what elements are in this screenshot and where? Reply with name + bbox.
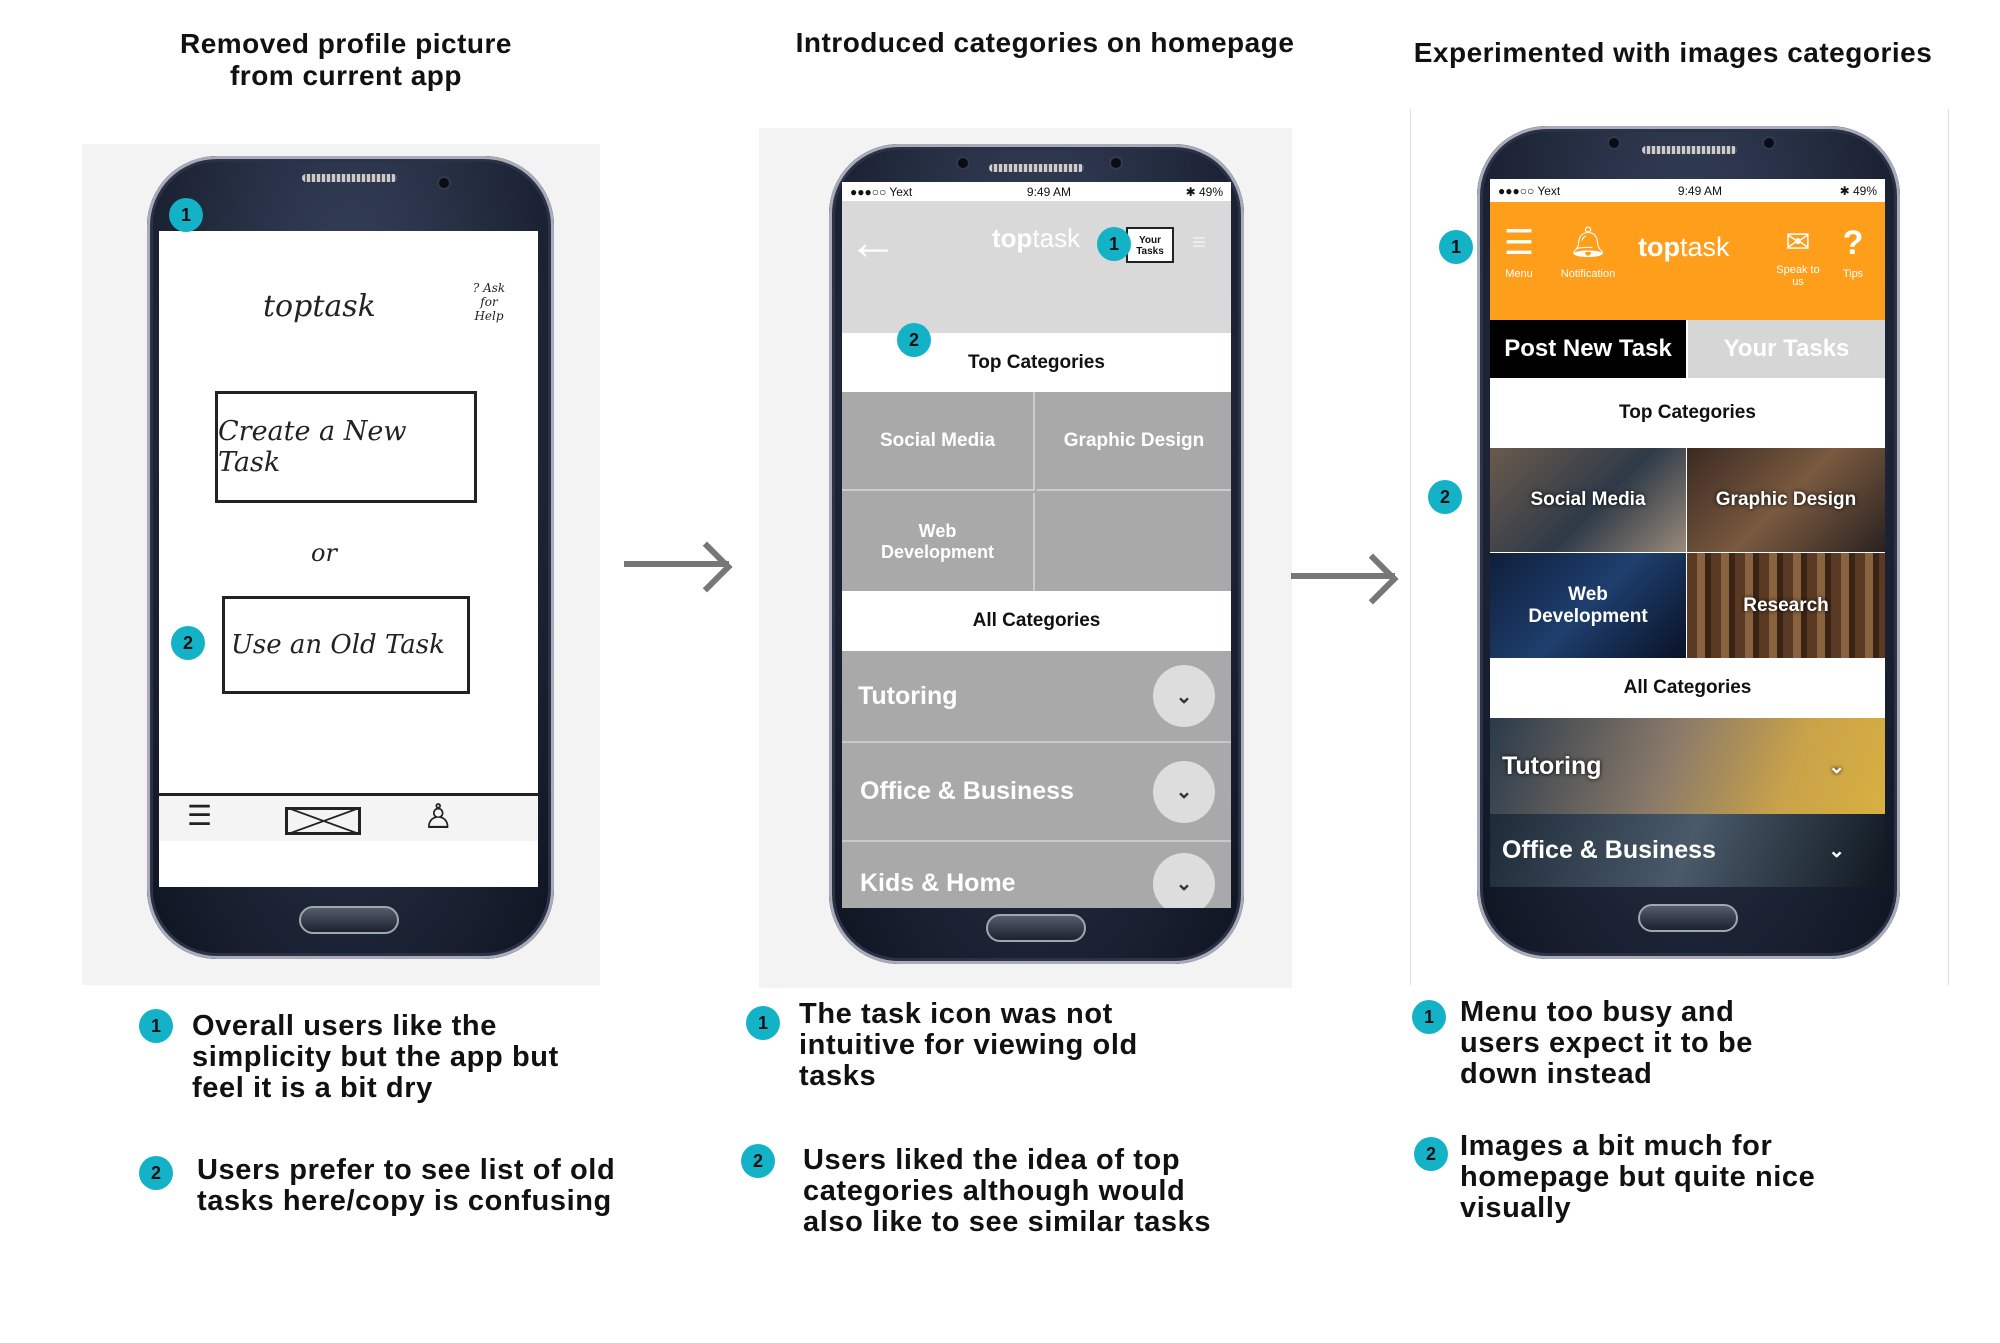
- screen-sketch: toptask ? Ask for Help Create a New Task…: [159, 231, 538, 887]
- sketch-logo: toptask: [263, 289, 376, 324]
- chevron-down-icon[interactable]: ⌄: [1153, 852, 1215, 908]
- screen-v3: ●●●○○ Yext 9:49 AM ✱ 49% ☰Menu 🔔︎Notific…: [1490, 179, 1885, 887]
- sketch-help: ? Ask for Help: [472, 281, 506, 323]
- list-item-tutoring[interactable]: Tutoring⌄: [1490, 718, 1885, 814]
- bell-icon: 🔔︎: [1568, 226, 1608, 259]
- heading-col1: Removed profile picture from current app: [179, 28, 512, 91]
- sketch-or: or: [311, 539, 337, 567]
- category-grid: Social Media Graphic Design Web Developm…: [842, 392, 1231, 591]
- back-arrow-icon[interactable]: ←: [848, 214, 898, 270]
- heading-col3: Experimented with images categories: [1413, 37, 1933, 68]
- note-badge-2: 2: [139, 1156, 173, 1190]
- note-badge-1: 1: [139, 1009, 173, 1043]
- clock: 9:49 AM: [1677, 183, 1722, 198]
- tab-your-tasks[interactable]: Your Tasks: [1688, 320, 1885, 378]
- badge-1: 1: [169, 198, 203, 232]
- status-bar: ●●●○○ Yext 9:49 AM ✱ 49%: [1490, 179, 1885, 202]
- category-research[interactable]: Research: [1687, 553, 1885, 658]
- note-col2-1: The task icon was not intuitive for view…: [799, 998, 1138, 1092]
- category-web-development[interactable]: Web Development: [842, 493, 1035, 591]
- notification-button[interactable]: 🔔︎Notification: [1550, 226, 1626, 280]
- all-categories-header: All Categories: [1623, 677, 1752, 698]
- arrow-right-icon: [1291, 573, 1395, 579]
- chevron-down-icon[interactable]: ⌄: [1828, 755, 1845, 778]
- hamburger-icon: ☰: [1503, 224, 1535, 262]
- note-col1-1: Overall users like the simplicity but th…: [192, 1010, 559, 1104]
- list-item-tutoring[interactable]: Tutoring⌄: [842, 651, 1231, 743]
- sketch-create-button[interactable]: Create a New Task: [215, 391, 477, 503]
- chevron-down-icon[interactable]: ⌄: [1828, 840, 1845, 862]
- hamburger-icon[interactable]: ≡: [1192, 229, 1207, 256]
- badge-2: 2: [897, 323, 931, 357]
- chevron-down-icon[interactable]: ⌄: [1153, 760, 1215, 823]
- clock: 9:49 AM: [1026, 184, 1071, 199]
- battery: ✱ 49%: [1185, 184, 1223, 199]
- envelope-icon: ✉: [1785, 226, 1811, 259]
- note-badge-2: 2: [1414, 1137, 1448, 1171]
- category-social-media[interactable]: Social Media: [1490, 448, 1686, 552]
- note-badge-2: 2: [741, 1144, 775, 1178]
- note-col3-1: Menu too busy and users expect it to be …: [1460, 996, 1754, 1090]
- logo: toptask: [1638, 232, 1730, 262]
- status-bar: ●●●○○ Yext 9:49 AM ✱ 49%: [842, 182, 1231, 201]
- note-col3-2: Images a bit much for homepage but quite…: [1460, 1130, 1816, 1224]
- logo: toptask: [992, 223, 1081, 253]
- home-button: [299, 906, 399, 934]
- top-categories-header: Top Categories: [968, 351, 1105, 373]
- tab-post-new-task[interactable]: Post New Task: [1490, 320, 1686, 378]
- category-empty: [1037, 493, 1231, 591]
- note-badge-1: 1: [746, 1006, 780, 1040]
- tips-button[interactable]: ?Tips: [1830, 226, 1876, 280]
- category-web-development[interactable]: Web Development: [1490, 553, 1686, 658]
- badge-1: 1: [1439, 230, 1473, 264]
- badge-1: 1: [1097, 227, 1131, 261]
- note-badge-1: 1: [1412, 1000, 1446, 1034]
- all-categories-header: All Categories: [972, 610, 1101, 631]
- home-button: [1638, 904, 1738, 932]
- sketch-create-label: Create a New Task: [218, 416, 407, 478]
- app-header: ☰Menu 🔔︎Notification toptask ✉Speak to u…: [1490, 202, 1885, 320]
- badge-2: 2: [171, 626, 205, 660]
- mail-icon[interactable]: [285, 807, 361, 835]
- app-header: ← toptask Your Tasks ≡: [842, 201, 1231, 333]
- chevron-down-icon[interactable]: ⌄: [1153, 665, 1215, 727]
- heading-col2: Introduced categories on homepage: [795, 27, 1295, 58]
- arrow-right-icon: [624, 561, 729, 567]
- note-col1-2: Users prefer to see list of old tasks he…: [197, 1154, 616, 1217]
- category-social-media[interactable]: Social Media: [842, 392, 1035, 491]
- sketch-old-label: Use an Old Task: [231, 630, 445, 660]
- home-button: [986, 914, 1086, 942]
- menu-button[interactable]: ☰Menu: [1494, 226, 1544, 280]
- question-icon: ?: [1842, 224, 1864, 262]
- battery: ✱ 49%: [1839, 183, 1877, 198]
- your-tasks-folder-icon[interactable]: Your Tasks: [1126, 227, 1174, 263]
- profile-icon[interactable]: ♙: [423, 797, 454, 837]
- category-graphic-design[interactable]: Graphic Design: [1687, 448, 1885, 552]
- speak-to-us-button[interactable]: ✉Speak to us: [1770, 226, 1826, 288]
- category-graphic-design[interactable]: Graphic Design: [1037, 392, 1231, 491]
- list-item-office-business[interactable]: Office & Business⌄: [842, 743, 1231, 842]
- carrier: ●●●○○ Yext: [850, 184, 913, 199]
- screen-v2: ●●●○○ Yext 9:49 AM ✱ 49% ← toptask Your …: [842, 182, 1231, 908]
- sketch-old-task-button[interactable]: Use an Old Task: [222, 596, 470, 694]
- badge-2: 2: [1428, 480, 1462, 514]
- list-item-office-business[interactable]: Office & Business⌄: [1490, 814, 1885, 887]
- list-item-kids-home[interactable]: Kids & Home⌄: [842, 842, 1231, 908]
- carrier: ●●●○○ Yext: [1498, 183, 1561, 198]
- top-categories-header: Top Categories: [1619, 402, 1756, 423]
- list-icon[interactable]: ☰: [187, 799, 213, 832]
- note-col2-2: Users liked the idea of top categories a…: [803, 1144, 1212, 1238]
